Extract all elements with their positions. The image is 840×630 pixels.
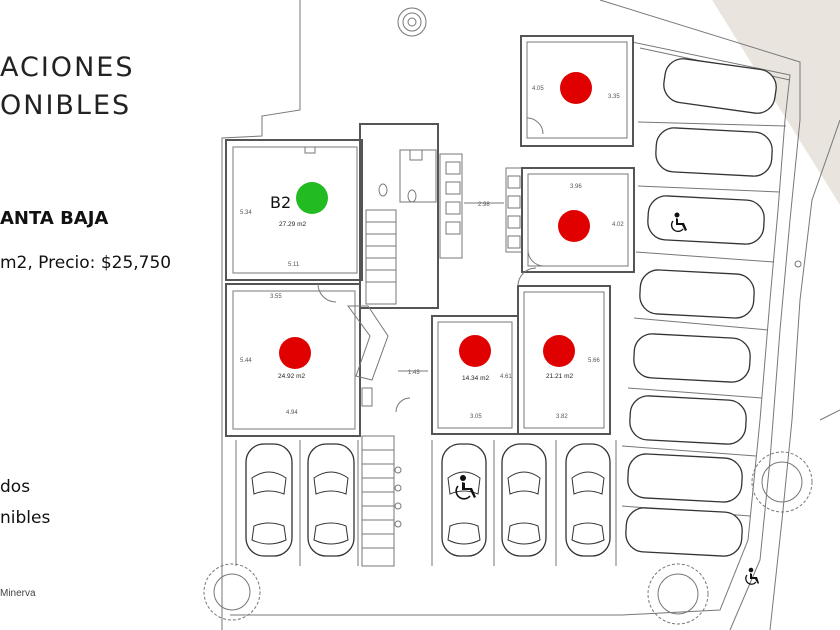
unit-mid-bottom-inner	[437, 321, 513, 429]
sold-marker[interactable]	[459, 335, 491, 367]
unit-right-bottom-wall	[517, 285, 611, 435]
stair-treads	[366, 221, 396, 283]
car-icon	[663, 58, 777, 114]
unit-left-bottom-inner	[232, 290, 356, 430]
car-icon	[655, 127, 773, 177]
unit-left-bottom-wall	[225, 283, 361, 437]
wheelchair-icon	[670, 212, 687, 233]
ramp	[347, 305, 389, 381]
door-swing	[527, 249, 545, 267]
dim-label: 4.05	[532, 86, 544, 92]
car-icon	[245, 443, 293, 557]
sold-marker[interactable]	[558, 210, 590, 242]
unit-b2-wall	[225, 139, 363, 281]
dim-label: 5.66	[588, 358, 600, 364]
unit-right-bottom-inner	[523, 291, 605, 429]
legend-line-2: nibles	[0, 508, 51, 528]
page-title-line-2: ONIBLES	[0, 90, 132, 121]
wheelchair-icon	[455, 475, 476, 500]
bathroom	[399, 149, 437, 203]
car-icon	[625, 507, 743, 557]
dim-label: 5.34	[240, 210, 252, 216]
door-swing	[317, 283, 337, 303]
planter-row	[394, 466, 402, 528]
tree-icon	[751, 451, 813, 513]
toilet-icon	[407, 189, 417, 203]
door-swing	[526, 117, 544, 135]
available-marker[interactable]	[296, 182, 328, 214]
dim-label: 1.43	[408, 370, 420, 376]
dim-label: 5.11	[288, 262, 300, 268]
dim-label: 3.35	[608, 94, 620, 100]
tree-icon	[647, 563, 709, 625]
dim-label: 3.96	[570, 184, 582, 190]
site-boundary	[221, 0, 801, 630]
floor-heading: ANTA BAJA	[0, 208, 109, 229]
sold-marker[interactable]	[543, 335, 575, 367]
dim-label: 4.94	[286, 410, 298, 416]
sold-marker[interactable]	[279, 337, 311, 369]
stair	[365, 209, 397, 305]
wheelchair-icon	[745, 567, 759, 585]
dim-label: 3.55	[270, 294, 282, 300]
unit-top-wall	[520, 35, 634, 147]
unit-area: 24.92 m2	[278, 373, 305, 380]
sink-icon	[409, 149, 423, 161]
legend-line-1: dos	[0, 477, 31, 497]
unit-detail: m2, Precio: $25,750	[0, 253, 172, 273]
pole-icon	[794, 260, 802, 268]
unit-area: 21.21 m2	[546, 373, 573, 380]
sold-marker[interactable]	[560, 72, 592, 104]
unit-right-wall	[521, 167, 635, 273]
footer-brand: Minerva	[0, 588, 36, 599]
dim-label: 3.82	[556, 414, 568, 420]
road-line	[769, 119, 840, 630]
car-icon	[501, 443, 547, 557]
dim-label: 2.98	[478, 202, 490, 208]
core-wall	[359, 123, 439, 309]
exit-stair-treads	[362, 449, 394, 549]
car-icon	[627, 453, 743, 503]
corner-triangle	[712, 0, 840, 205]
car-icon	[629, 395, 747, 445]
circular-stair	[397, 7, 427, 37]
car-icon	[639, 269, 755, 319]
fixture	[304, 146, 316, 154]
car-icon	[565, 443, 611, 557]
tree-icon	[203, 563, 261, 621]
car-icon	[441, 443, 487, 557]
unit-area: 27.29 m2	[279, 221, 306, 228]
unit-area: 14.34 m2	[462, 375, 489, 382]
unit-label: B2	[270, 193, 291, 212]
door-swing	[395, 397, 411, 413]
dim-label: 5.44	[240, 358, 252, 364]
unit-top-inner	[526, 41, 628, 139]
toilet-icon	[378, 183, 388, 197]
car-icon	[647, 195, 765, 245]
car-icon	[633, 333, 751, 383]
dim-label: 4.02	[612, 222, 624, 228]
door-swing	[517, 267, 537, 287]
dim-label: 4.61	[500, 374, 512, 380]
car-icon	[307, 443, 355, 557]
unit-right-inner	[527, 173, 629, 267]
fixture	[361, 387, 373, 407]
dim-label: 3.05	[470, 414, 482, 420]
locker-row	[439, 153, 523, 259]
unit-b2-inner	[232, 146, 358, 274]
exit-stair	[361, 435, 395, 567]
page-title-line-1: ACIONES	[0, 52, 135, 83]
